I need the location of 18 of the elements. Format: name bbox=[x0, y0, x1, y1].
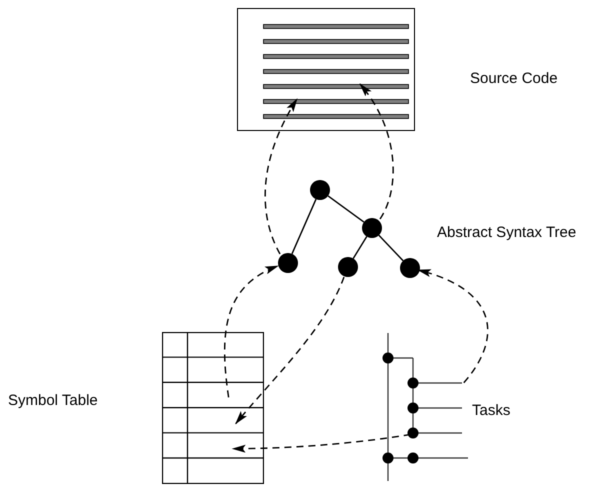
node-label: Source Code bbox=[470, 70, 558, 88]
dashed-arrow bbox=[224, 265, 279, 398]
dashed-arrow bbox=[359, 83, 394, 220]
dashed-arrow bbox=[417, 269, 488, 384]
tree-node-circle bbox=[362, 218, 382, 238]
node-label: Symbol Table bbox=[8, 392, 98, 410]
tree-branch-line bbox=[291, 198, 317, 254]
tree-node-circle bbox=[310, 180, 330, 200]
node-label: Tasks bbox=[472, 402, 510, 420]
dashed-arrow bbox=[264, 98, 298, 254]
tree-branch-line bbox=[378, 234, 404, 262]
tree-node-circle bbox=[400, 258, 420, 278]
tree-branch-line bbox=[352, 236, 368, 259]
tree-node-circle bbox=[278, 253, 298, 273]
tree-branch-line bbox=[328, 195, 364, 223]
tree-node-circle bbox=[338, 257, 358, 277]
dashed-arrow bbox=[235, 276, 345, 424]
diagram-label: Abstract Syntax Tree bbox=[437, 224, 576, 242]
